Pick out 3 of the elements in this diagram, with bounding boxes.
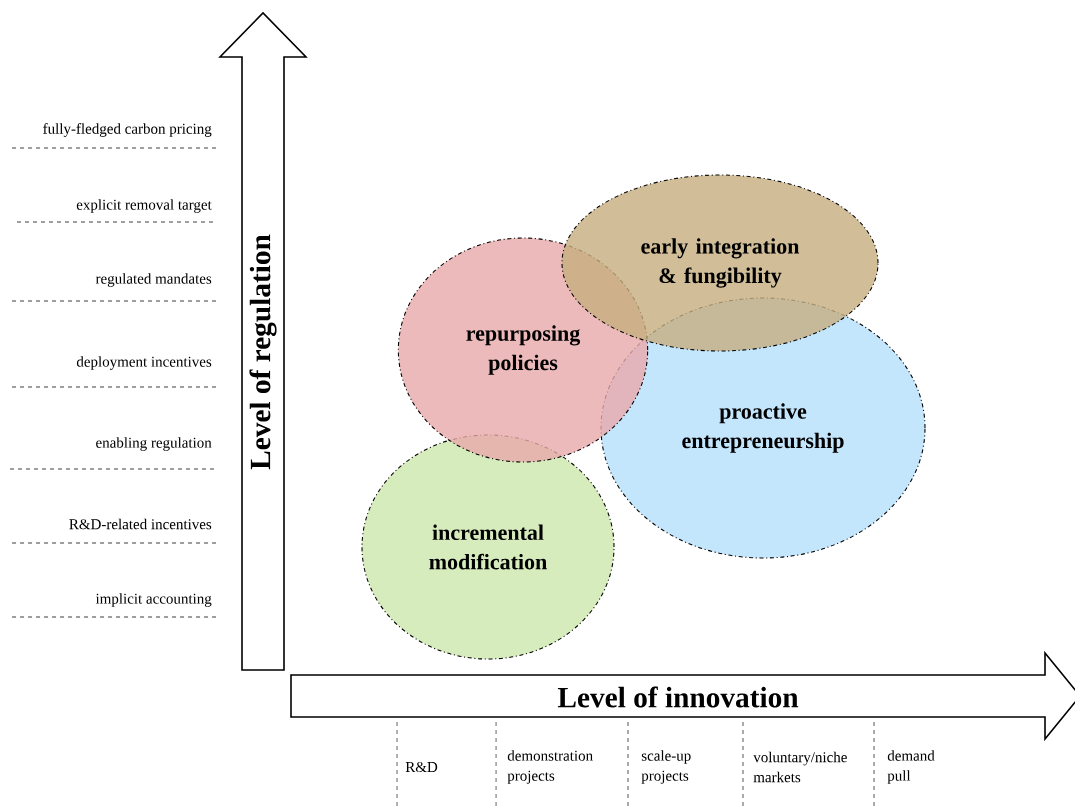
arrow-band: Level of innovation (290, 650, 1075, 742)
arrow-band: Level of regulation (218, 11, 308, 671)
axis-level-label: R&D (405, 761, 438, 773)
